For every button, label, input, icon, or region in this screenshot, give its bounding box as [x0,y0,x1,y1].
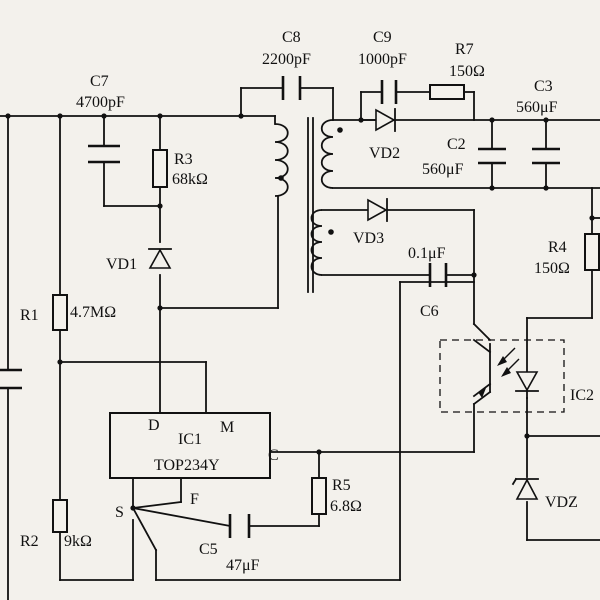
label-c8-ref: C8 [282,29,301,46]
label-c5-ref: C5 [199,541,218,558]
label-r5-value: 6.8Ω [330,498,362,515]
label-r3-ref: R3 [174,151,193,168]
label-ic1-pin-c: C [268,447,279,464]
label-r1-value: 4.7MΩ [70,304,116,321]
label-r7-ref: R7 [455,41,474,58]
label-r7-value: 150Ω [449,63,485,80]
diode-vd2 [360,108,396,132]
label-r1-ref: R1 [20,307,39,324]
ic1-chip [109,412,271,479]
capacitor-c5 [228,514,251,538]
resistor-r1 [52,294,68,331]
label-ic1-pin-d: D [148,417,160,434]
polarity-dot-bias [328,229,334,235]
labels: C7 4700pF C8 2200pF C9 1000pF R7 150Ω C3… [20,29,594,574]
label-c2-value: 560μF [422,161,464,178]
label-r2-ref: R2 [20,533,39,550]
label-c2-ref: C2 [447,136,466,153]
label-r4-value: 150Ω [534,260,570,277]
resistor-r2 [52,499,68,533]
diode-vd3 [367,198,388,222]
label-r5-ref: R5 [332,477,351,494]
optocoupler-ic2 [439,338,565,413]
secondary-winding [320,119,334,189]
junction-dots [5,113,595,511]
ic1-body [109,412,271,479]
capacitor-c6 [428,263,448,287]
label-c9-ref: C9 [373,29,392,46]
capacitor-c2 [478,147,506,165]
label-c6-value: 0.1μF [408,245,446,262]
label-ic2-ref: IC2 [570,387,594,404]
zener-diode-vdz [511,477,539,500]
wiring [0,87,600,600]
label-ic1-ref: IC1 [178,431,202,448]
label-ic1-part: TOP234Y [154,457,220,474]
primary-winding [274,123,289,197]
polarity-dot-primary [278,175,284,181]
resistor-r3 [152,149,168,188]
label-vd1-ref: VD1 [106,256,137,273]
optocoupler-outline [439,339,565,413]
label-r2-value: 9kΩ [64,533,92,550]
label-ic1-pin-s: S [115,504,124,521]
label-vd2-ref: VD2 [369,145,400,162]
label-c5-value: 47μF [226,557,260,574]
label-ic1-pin-m: M [220,419,234,436]
capacitor-c3 [532,147,560,165]
resistor-r4 [584,233,600,271]
capacitor-bulk-left [0,368,22,390]
label-r4-ref: R4 [548,239,567,256]
capacitor-c9 [380,80,398,104]
polarity-dot-secondary [337,127,343,133]
label-r3-value: 68kΩ [172,171,208,188]
resistor-r5 [311,477,327,515]
transformer [274,117,343,293]
capacitor-c8 [281,76,302,100]
label-c8-value: 2200pF [262,51,311,68]
label-c3-value: 560μF [516,99,558,116]
label-c3-ref: C3 [534,78,553,95]
diode-vd1 [148,248,172,269]
label-vdz-ref: VDZ [545,494,578,511]
label-c7-ref: C7 [90,73,109,90]
label-c7-value: 4700pF [76,94,125,111]
resistor-r7 [429,84,465,100]
label-vd3-ref: VD3 [353,230,384,247]
label-c6-ref: C6 [420,303,439,320]
label-c9-value: 1000pF [358,51,407,68]
label-ic1-pin-f: F [190,491,199,508]
bias-winding [310,209,323,276]
capacitor-c7 [88,144,120,164]
